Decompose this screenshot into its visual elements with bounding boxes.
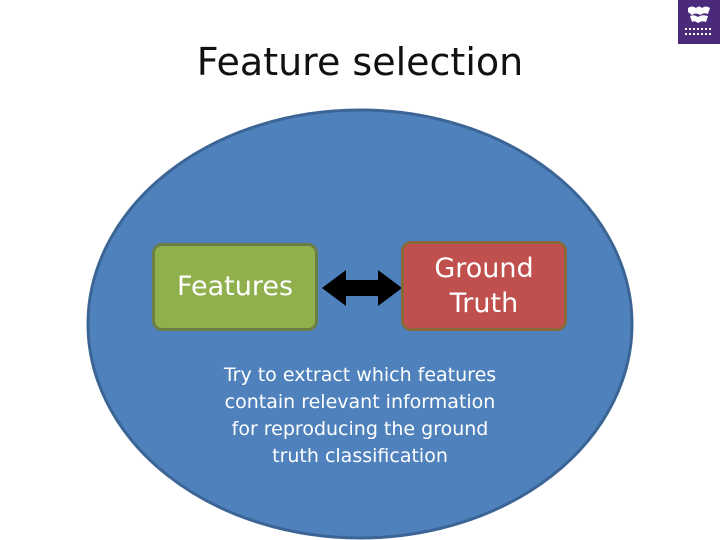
- caption-line: truth classification: [272, 444, 448, 467]
- caption: Try to extract which features contain re…: [200, 362, 520, 470]
- slide-title: Feature selection: [196, 40, 524, 84]
- double-headed-arrow-icon: [322, 270, 402, 306]
- background-ellipse: [86, 108, 634, 540]
- university-crest-icon: [678, 0, 720, 44]
- ground-truth-label-line-2: Truth: [449, 288, 519, 319]
- caption-line: Try to extract which features: [223, 364, 497, 386]
- caption-line: contain relevant information: [224, 390, 496, 413]
- caption-line: for reproducing the ground: [231, 417, 489, 440]
- features-box: Features: [152, 243, 318, 331]
- ground-truth-label-line-1: Ground: [434, 252, 534, 284]
- features-label: Features: [176, 271, 294, 303]
- ground-truth-box: Ground Truth: [401, 241, 567, 331]
